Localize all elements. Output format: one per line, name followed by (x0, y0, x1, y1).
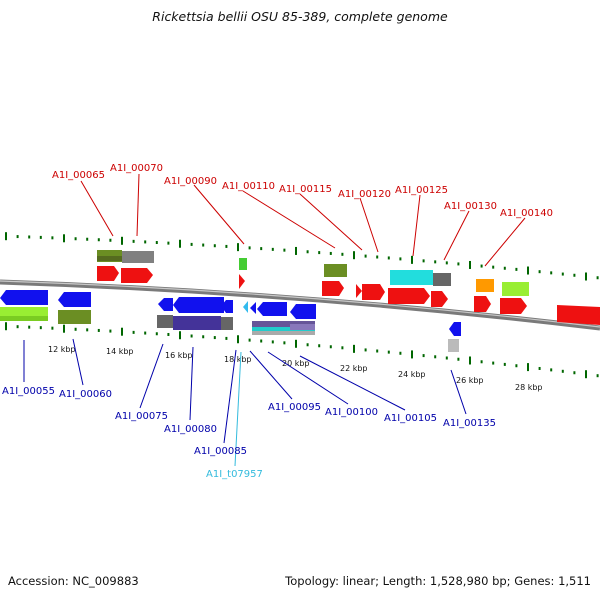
gene-arrow-a1i-00085[interactable] (250, 302, 256, 314)
gene-label-a1i-00080[interactable]: A1I_00080 (164, 424, 217, 435)
domain-bar-a1i-00065-b[interactable] (97, 256, 122, 261)
domain-bar-a1i-00140[interactable] (502, 282, 529, 296)
bottom-gene-labels: A1I_00055 A1I_00060 A1I_00075 A1I_00080 … (2, 338, 496, 480)
top-gene-labels: A1I_00065 A1I_00070 A1I_00090 A1I_00110 … (52, 163, 553, 267)
leader-line-a1i-00125 (412, 194, 421, 257)
gene-arrow-a1i-00075[interactable] (158, 298, 173, 311)
domain-bar-a1i-00080b[interactable] (221, 317, 233, 330)
top-tick-row (5, 232, 599, 281)
leader-line-a1i-00140 (484, 217, 526, 267)
gene-label-a1i-00090[interactable]: A1I_00090 (164, 176, 217, 187)
gene-arrow-a1i-00115[interactable] (356, 284, 362, 298)
leader-line-a1i-00085 (223, 349, 237, 444)
domain-bar-a1i-00060[interactable] (58, 310, 91, 324)
gene-label-a1i-00125[interactable]: A1I_00125 (395, 185, 448, 196)
gene-label-a1i-00055[interactable]: A1I_00055 (2, 386, 55, 397)
gene-label-a1i-00075[interactable]: A1I_00075 (115, 411, 168, 422)
gene-label-a1i-00060[interactable]: A1I_00060 (59, 389, 112, 400)
gene-arrow-a1i-00135[interactable] (449, 322, 461, 336)
topology-text: Topology: linear; Length: 1,528,980 bp; … (285, 574, 591, 588)
gene-arrow-a1i-00090[interactable] (239, 274, 245, 289)
gene-arrow-a1i-00140[interactable] (500, 298, 527, 314)
leader-line-a1i-00095 (249, 350, 293, 400)
domain-bar-a1i-00095-b[interactable] (252, 327, 315, 331)
scale-label-26kbp: 26 kbp (456, 376, 484, 385)
leader-line-a1i-00130 (443, 210, 470, 261)
genome-backbone (0, 279, 600, 331)
gene-label-a1i-00140[interactable]: A1I_00140 (500, 208, 553, 219)
gene-arrow-a1i-00055[interactable] (0, 290, 48, 305)
gene-arrow-a1i-00110[interactable] (322, 281, 344, 296)
domain-bar-a1i-00090[interactable] (239, 258, 247, 270)
scale-label-18kbp: 18 kbp (224, 355, 252, 364)
genome-backbone-highlight (0, 280, 600, 328)
gene-label-a1i-00085[interactable]: A1I_00085 (194, 446, 247, 457)
leader-line-a1i-00060 (72, 338, 84, 386)
gene-label-a1i-00120[interactable]: A1I_00120 (338, 189, 391, 200)
leader-line-a1i-00100 (267, 351, 349, 405)
domain-bar-a1i-00125-gray[interactable] (433, 273, 451, 286)
gene-label-a1i-00065[interactable]: A1I_00065 (52, 170, 105, 181)
domain-bar-a1i-00100[interactable] (290, 324, 315, 330)
gene-arrow-a1i-00080[interactable] (173, 297, 224, 313)
leader-line-a1i-00110 (242, 190, 336, 249)
accession-text: Accession: NC_009883 (8, 574, 139, 588)
gene-label-a1i-00095[interactable]: A1I_00095 (268, 402, 321, 413)
gene-label-a1i-00100[interactable]: A1I_00100 (325, 407, 378, 418)
scale-label-24kbp: 24 kbp (398, 370, 426, 379)
leader-line-a1i-00065 (80, 180, 114, 237)
gene-label-a1i-00105[interactable]: A1I_00105 (384, 413, 437, 424)
gene-label-a1i-00070[interactable]: A1I_00070 (110, 163, 163, 174)
gene-arrow-a1i-00080b[interactable] (221, 300, 233, 313)
domain-bar-a1i-00055-b[interactable] (0, 316, 48, 321)
gene-label-a1i-00130[interactable]: A1I_00130 (444, 201, 497, 212)
gene-arrow-a1i-00100[interactable] (290, 304, 316, 319)
gene-arrow-a1i-00125[interactable] (388, 288, 430, 304)
scale-labels: 12 kbp 14 kbp 16 kbp 18 kbp 20 kbp 22 kb… (48, 345, 543, 392)
domain-bar-a1i-00095[interactable] (252, 321, 315, 327)
domain-bar-a1i-00095-c[interactable] (252, 331, 315, 335)
gene-arrow-a1i-00125b[interactable] (431, 291, 448, 307)
domain-bar-a1i-00135[interactable] (448, 339, 459, 352)
scale-label-14kbp: 14 kbp (106, 347, 134, 356)
domain-bar-a1i-00130[interactable] (476, 279, 494, 292)
scale-label-22kbp: 22 kbp (340, 364, 368, 373)
leader-line-a1i-00070 (136, 173, 140, 237)
leader-line-a1i-00090 (193, 184, 245, 245)
gene-arrow-right-edge[interactable] (557, 305, 600, 325)
scale-label-28kbp: 28 kbp (515, 383, 543, 392)
gene-label-a1i-00115[interactable]: A1I_00115 (279, 184, 332, 195)
gene-arrow-a1i-00120[interactable] (362, 284, 385, 300)
gene-arrow-a1i-00070[interactable] (121, 268, 153, 283)
leader-line-a1i-00120 (359, 197, 379, 253)
leader-line-a1i-00135 (450, 369, 467, 415)
leader-line-a1i-t07957 (234, 351, 242, 467)
scale-label-16kbp: 16 kbp (165, 351, 193, 360)
leader-line-a1i-00080 (189, 346, 194, 421)
gene-arrow-a1i-00130[interactable] (474, 296, 491, 312)
domain-bar-a1i-00125-cyan[interactable] (390, 270, 433, 285)
gene-arrow-a1i-00095[interactable] (257, 302, 287, 316)
page-title: Rickettsia bellii OSU 85-389, complete g… (152, 9, 448, 24)
gene-label-a1i-00110[interactable]: A1I_00110 (222, 181, 275, 192)
leader-line-a1i-00075 (139, 343, 164, 409)
domain-bar-a1i-00115[interactable] (324, 264, 347, 277)
bottom-tick-row (5, 322, 599, 379)
domain-bar-a1i-00080[interactable] (173, 316, 221, 330)
leader-line-a1i-00115 (299, 193, 363, 251)
gene-label-a1i-00135[interactable]: A1I_00135 (443, 418, 496, 429)
domain-bar-a1i-00070[interactable] (122, 251, 154, 263)
leader-line-a1i-00105 (299, 355, 406, 411)
gene-arrow-a1i-00065[interactable] (97, 266, 119, 281)
gene-arrow-a1i-t07957[interactable] (243, 301, 248, 313)
gene-label-a1i-t07957[interactable]: A1I_t07957 (206, 469, 263, 480)
top-strand-features (97, 250, 600, 325)
gene-arrow-a1i-00060[interactable] (58, 292, 91, 307)
scale-label-20kbp: 20 kbp (282, 359, 310, 368)
bottom-strand-features (0, 290, 461, 352)
scale-label-12kbp: 12 kbp (48, 345, 76, 354)
domain-bar-a1i-00075[interactable] (157, 315, 173, 328)
